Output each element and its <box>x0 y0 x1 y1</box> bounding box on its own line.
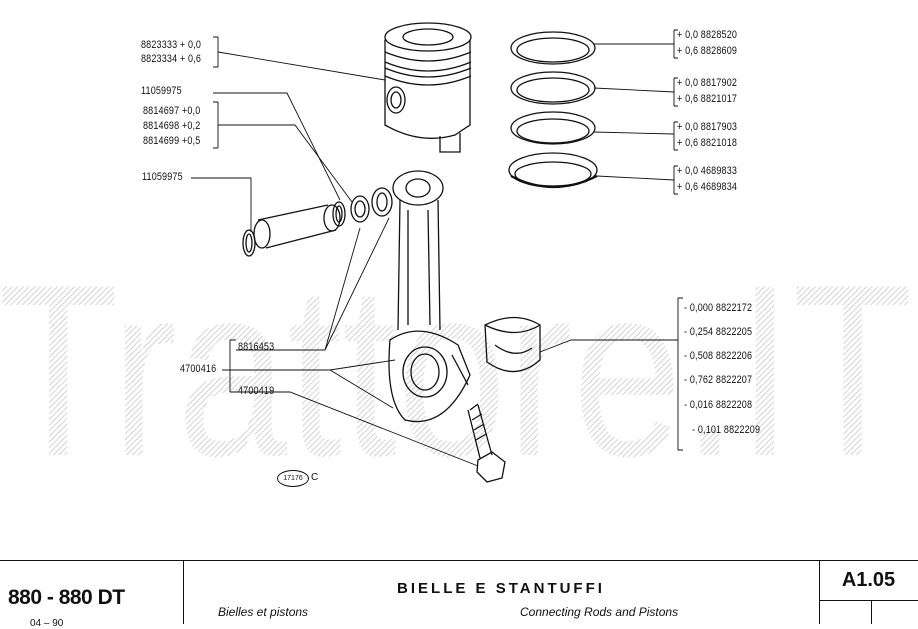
label-connecting-rod: 4700416 <box>180 363 217 375</box>
label-ring2-std: + 0,0 8817902 <box>677 77 738 89</box>
divider <box>871 600 872 624</box>
model-name: 880 - 880 DT <box>8 586 125 609</box>
pin-and-bush-drawing <box>242 187 393 257</box>
section-title: BIELLE E STANTUFFI <box>397 580 605 597</box>
model-date: 04 – 90 <box>30 618 64 629</box>
label-bush-02: 8814698 +0,2 <box>143 120 201 132</box>
rod-bolt-drawing <box>467 403 506 483</box>
page-code: A1.05 <box>841 569 896 591</box>
label-circlip-lower: 11059975 <box>142 171 183 183</box>
label-bearing-6: - 0,101 8822209 <box>692 424 761 436</box>
section-title-french: Bielles et pistons <box>218 605 309 619</box>
label-ring3-oversize: + 0,6 8821018 <box>677 137 738 149</box>
connecting-rod-drawing <box>388 170 471 423</box>
label-ring1-oversize: + 0,6 8828609 <box>677 45 738 57</box>
piston-drawing <box>384 22 472 153</box>
label-piston-std: 8823333 + 0,0 <box>141 39 202 51</box>
label-bearing-5: - 0,016 8822208 <box>684 399 753 411</box>
label-rod-bolt: 4700419 <box>238 385 275 397</box>
label-bush-std: 8814697 +0,0 <box>143 105 201 117</box>
label-ring2-oversize: + 0,6 8821017 <box>677 93 738 105</box>
figure-number: 17176 <box>277 470 309 487</box>
exploded-view-drawing <box>191 22 683 483</box>
leader-lines <box>191 29 683 467</box>
label-ring1-std: + 0,0 8828520 <box>677 29 738 41</box>
label-bearing-3: - 0,508 8822206 <box>684 350 753 362</box>
title-block-code-cell: A1.05 <box>819 561 918 624</box>
label-ring3-std: + 0,0 8817903 <box>677 121 738 133</box>
title-block-model-cell: 880 - 880 DT 04 – 90 <box>0 561 184 629</box>
figure-suffix: C <box>311 472 319 483</box>
label-bearing-1: - 0,000 8822172 <box>684 302 753 314</box>
label-bearing-4: - 0,762 8822207 <box>684 374 753 386</box>
title-block-title-cell: BIELLE E STANTUFFI Bielles et pistons Co… <box>183 561 820 624</box>
label-ring4-oversize: + 0,6 4689834 <box>677 181 738 193</box>
label-ring4-std: + 0,0 4689833 <box>677 165 738 177</box>
label-bush-05: 8814699 +0,5 <box>143 135 201 147</box>
piston-rings-drawing <box>508 31 598 189</box>
label-bearing-2: - 0,254 8822205 <box>684 326 753 338</box>
label-piston-oversize: 8823334 + 0,6 <box>141 53 202 65</box>
divider <box>819 600 918 601</box>
bearing-shells-drawing <box>484 316 541 373</box>
label-rod-bush: 8816453 <box>238 341 275 353</box>
section-title-english: Connecting Rods and Pistons <box>520 605 679 619</box>
title-block: 880 - 880 DT 04 – 90 BIELLE E STANTUFFI … <box>0 560 918 629</box>
label-circlip-upper: 11059975 <box>141 85 182 97</box>
